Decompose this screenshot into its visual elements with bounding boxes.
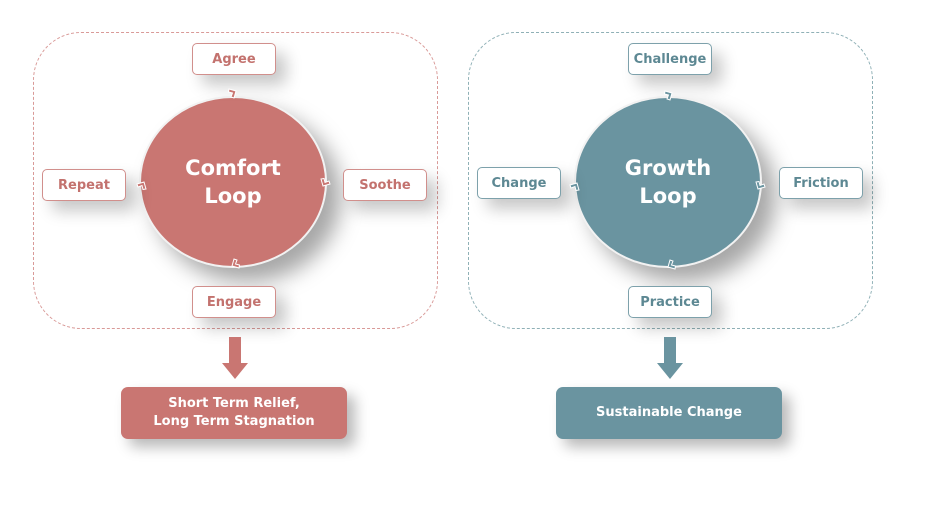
node-change: Change xyxy=(477,167,561,199)
comfort-loop-title-line2: Loop xyxy=(204,184,262,208)
outcome-line2: Long Term Stagnation xyxy=(153,414,315,429)
node-friction: Friction xyxy=(779,167,863,199)
cycle-arrow-icon xyxy=(228,88,237,99)
node-label: Friction xyxy=(793,175,849,191)
outcome-line1: Short Term Relief, xyxy=(168,396,300,411)
growth-loop-frame xyxy=(468,32,873,329)
growth-loop-title-line2: Loop xyxy=(639,184,697,208)
node-label: Engage xyxy=(206,294,262,310)
down-arrow-icon xyxy=(222,337,248,379)
comfort-loop-title-line1: Comfort xyxy=(185,156,281,180)
node-engage: Engage xyxy=(192,286,276,318)
comfort-outcome-box: Short Term Relief, Long Term Stagnation xyxy=(121,387,347,439)
node-label: Soothe xyxy=(359,177,411,193)
comfort-loop-circle: Comfort Loop xyxy=(139,96,327,268)
node-label: Repeat xyxy=(58,177,110,193)
down-arrow-icon xyxy=(657,337,683,379)
growth-loop-title-line1: Growth xyxy=(624,156,712,180)
growth-outcome-box: Sustainable Change xyxy=(556,387,782,439)
cycle-arrow-icon xyxy=(569,182,580,191)
comfort-loop-frame xyxy=(33,32,438,329)
node-soothe: Soothe xyxy=(343,169,427,201)
cycle-arrow-icon xyxy=(320,178,331,187)
node-agree: Agree xyxy=(192,43,276,75)
cycle-arrow-icon xyxy=(231,258,240,269)
cycle-arrow-icon xyxy=(136,181,147,190)
node-label: Change xyxy=(491,175,547,191)
cycle-arrow-icon xyxy=(755,181,766,190)
node-label: Agree xyxy=(212,51,256,67)
growth-loop-circle: Growth Loop xyxy=(574,96,762,268)
cycle-arrow-icon xyxy=(667,259,676,270)
node-challenge: Challenge xyxy=(628,43,712,75)
node-practice: Practice xyxy=(628,286,712,318)
node-repeat: Repeat xyxy=(42,169,126,201)
outcome-line1: Sustainable Change xyxy=(596,405,742,420)
node-label: Challenge xyxy=(633,51,707,67)
node-label: Practice xyxy=(640,294,700,310)
cycle-arrow-icon xyxy=(664,90,673,101)
